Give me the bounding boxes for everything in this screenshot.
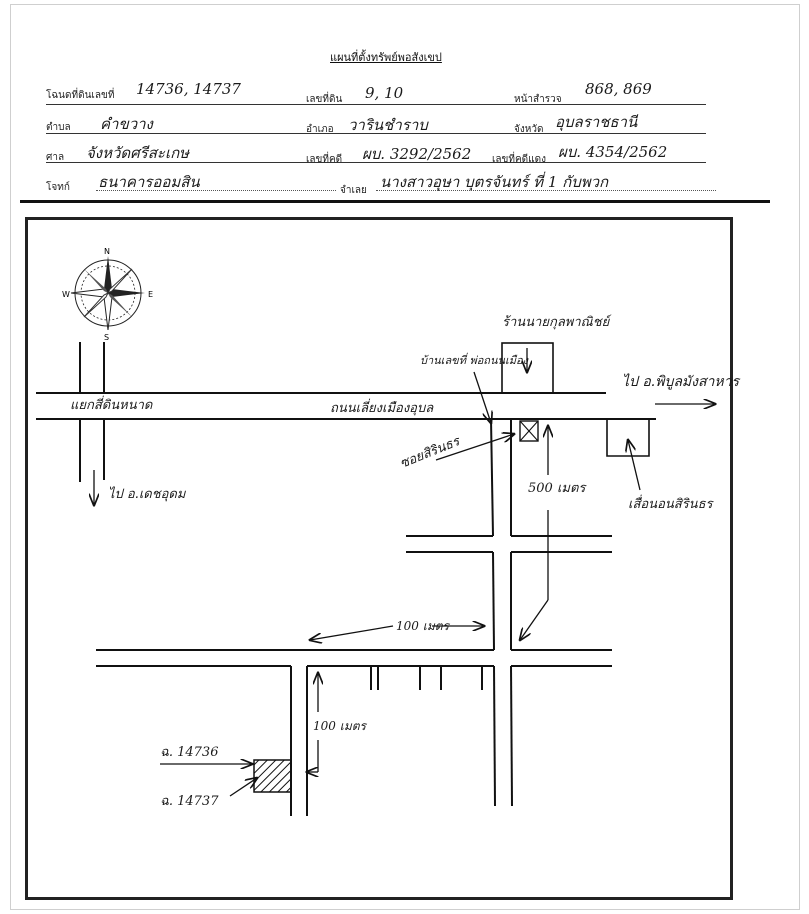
province-label: จังหวัด [514,124,544,135]
row2-line [46,133,706,134]
shop-building [501,342,554,394]
plaintiff-label: โจทก์ [46,182,70,193]
plaintiff-dotted-line [96,190,336,191]
deed-value: 14736, 14737 [136,80,241,98]
court-label: ศาล [46,152,65,163]
survey-page-value: 868, 869 [585,80,652,98]
plot-1-label: ฉ. 14736 [160,745,218,760]
header-separator [20,200,770,203]
row3-line [46,162,706,163]
amphoe-label: อำเภอ [306,124,334,135]
tambon-label: ตำบล [46,122,71,133]
distance-100-vertical-label: 100 เมตร [313,719,368,733]
page-title: แผนที่ตั้งทรัพย์พอสังเขป [330,51,442,64]
compass-east-label: E [148,290,153,299]
case-no-value: ผบ. 3292/2562 [362,145,472,163]
land-no-label: เลขที่ดิน [306,94,343,105]
document-page [10,4,800,910]
alley-label: ซอยสิรินธร [398,433,464,471]
red-case-value: ผบ. 4354/2562 [558,143,668,161]
house-building [519,420,539,442]
red-case-label: เลขที่คดีแดง [492,154,546,165]
house-label: บ้านเลขที่ พ่อถนนเมือง [420,352,530,367]
defendant-dotted-line [376,190,716,191]
compass-south-label: S [104,333,109,342]
to-detudom-label: ไป อ.เดชอุดม [108,486,187,502]
distance-100-horizontal-label: 100 เมตร [396,619,451,633]
shop-label: ร้านนายกุลพาณิชย์ [502,314,612,330]
to-pibun-label: ไป อ.พิบูลมังสาหาร [622,373,740,390]
house-right-building [606,419,650,457]
road-network [36,342,656,816]
amphoe-value: วารินชำราบ [348,116,428,134]
defendant-label: จำเลย [340,185,367,196]
plot-2-label: ฉ. 14737 [160,794,219,809]
compass-rose [70,256,145,331]
deed-label: โฉนดที่ดินเลขที่ [46,90,115,101]
intersection-label: แยกสี่ดินหนาด [70,395,153,413]
tambon-value: คำขวาง [100,115,153,133]
row1-line [46,104,706,105]
plot-parcel [253,759,292,793]
main-road-label: ถนนเลี่ยงเมืองอุบล [330,398,434,416]
land-no-value: 9, 10 [365,84,404,102]
compass-north-label: N [104,247,110,256]
map-frame [25,217,733,900]
plaintiff-value: ธนาคารออมสิน [98,173,200,191]
court-value: จังหวัดศรีสะเกษ [86,144,190,162]
case-no-label: เลขที่คดี [306,154,343,165]
distance-500-label: 500 เมตร [528,481,587,496]
map-arrows [94,371,715,797]
house-right-label: เสื่อนอนสิรินธร [628,494,715,512]
compass-west-label: W [62,290,70,299]
defendant-value: นางสาวอุษา บุตรจันทร์ ที่ 1 กับพวก [380,173,609,191]
survey-page-label: หน้าสำรวจ [514,94,562,105]
province-value: อุบลราชธานี [555,113,638,131]
